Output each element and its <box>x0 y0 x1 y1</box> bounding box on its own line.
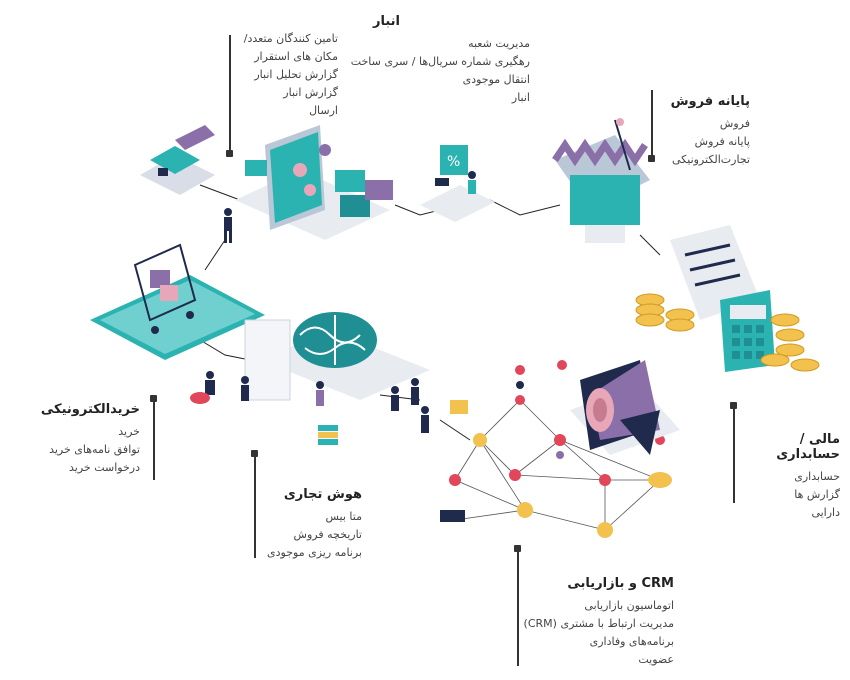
shopping-cart-tablet-illustration <box>90 243 265 360</box>
list-item: رهگیری شماره سریال‌ها / سری ساخت <box>350 55 530 68</box>
section-warehouse: انبار مدیریت شعبه رهگیری شماره سریال‌ها … <box>340 14 530 107</box>
list-item: ارسال <box>309 104 338 117</box>
leader-line-ecommerce <box>153 398 155 480</box>
list-item: پایانه فروش <box>694 135 750 148</box>
list-item: مدیریت ارتباط با مشتری (CRM) <box>523 617 674 630</box>
section-crm: CRM و بازاریابی اتوماسیون بازاریابی مدیر… <box>524 576 674 669</box>
finance-illustration <box>635 225 820 372</box>
crm-network <box>440 360 672 538</box>
delivery-truck-illustration <box>140 125 215 195</box>
list-item: تجارت‌الکترونیکی <box>672 153 750 166</box>
leader-line-crm <box>517 548 519 666</box>
list-item: توافق نامه‌های خرید <box>49 443 140 456</box>
list-item: دارایی <box>811 506 840 519</box>
list-item: انبار <box>511 91 530 104</box>
list-item: برنامه ریزی موجودی <box>267 546 362 559</box>
megaphone-laptop-illustration <box>570 360 680 455</box>
branch-desk-illustration: % <box>420 145 495 222</box>
leader-dot-ecommerce <box>150 395 157 402</box>
list-item: گزارش ها <box>794 488 840 501</box>
warehouse-laptop-illustration <box>235 125 393 240</box>
leader-dot-bi <box>251 450 258 457</box>
section-finance: مالی / حسابداری حسابداری گزارش ها دارایی <box>740 432 840 522</box>
list-item: تاریخچه فروش <box>293 528 362 541</box>
svg-text:%: % <box>447 154 460 170</box>
list-item: مکان های استقرار <box>254 50 338 63</box>
section-ecommerce: خریدالکترونیکی خرید توافق نامه‌های خرید … <box>40 402 140 477</box>
list-item: تامین کنندگان متعدد/ <box>243 32 338 45</box>
leader-line-finance <box>733 405 735 503</box>
list-item: حسابداری <box>794 470 840 483</box>
list-item: برنامه‌های وفاداری <box>589 635 674 648</box>
list-item: متا بیس <box>325 510 362 523</box>
list-item: درخواست خرید <box>69 461 140 474</box>
brain-illustration <box>244 312 430 445</box>
section-warehouse-extra: تامین کنندگان متعدد/ مکان های استقرار گز… <box>238 30 338 120</box>
people-figures <box>190 371 429 433</box>
leader-dot-crm <box>514 545 521 552</box>
section-bi: هوش تجاری متا بیس تاریخچه فروش برنامه ری… <box>262 487 362 562</box>
storefront-illustration <box>552 118 650 243</box>
leader-dot-pos <box>648 155 655 162</box>
leader-line-warehouse-extra <box>229 35 231 153</box>
section-pos: پایانه فروش فروش پایانه فروش تجارت‌الکتر… <box>655 94 750 169</box>
section-title: خریدالکترونیکی <box>40 402 140 417</box>
list-item: عضویت <box>638 653 674 666</box>
leader-dot-finance <box>730 402 737 409</box>
list-item: خرید <box>118 425 140 438</box>
section-title: پایانه فروش <box>670 94 750 109</box>
worker-figure <box>224 208 232 243</box>
list-item: فروش <box>719 117 750 130</box>
leader-line-pos <box>651 90 653 158</box>
leader-line-bi <box>254 453 256 558</box>
list-item: مدیریت شعبه <box>468 37 530 50</box>
list-item: گزارش انبار <box>283 86 338 99</box>
section-title: CRM و بازاریابی <box>567 576 674 591</box>
list-item: اتوماسیون بازاریابی <box>584 599 674 612</box>
section-title: انبار <box>372 14 400 29</box>
list-item: انتقال موجودی <box>462 73 530 86</box>
section-title: مالی / حسابداری <box>776 432 840 462</box>
section-title: هوش تجاری <box>283 487 362 502</box>
box-icon <box>450 400 468 414</box>
list-item: گزارش تحلیل انبار <box>254 68 338 81</box>
leader-dot-warehouse-extra <box>226 150 233 157</box>
